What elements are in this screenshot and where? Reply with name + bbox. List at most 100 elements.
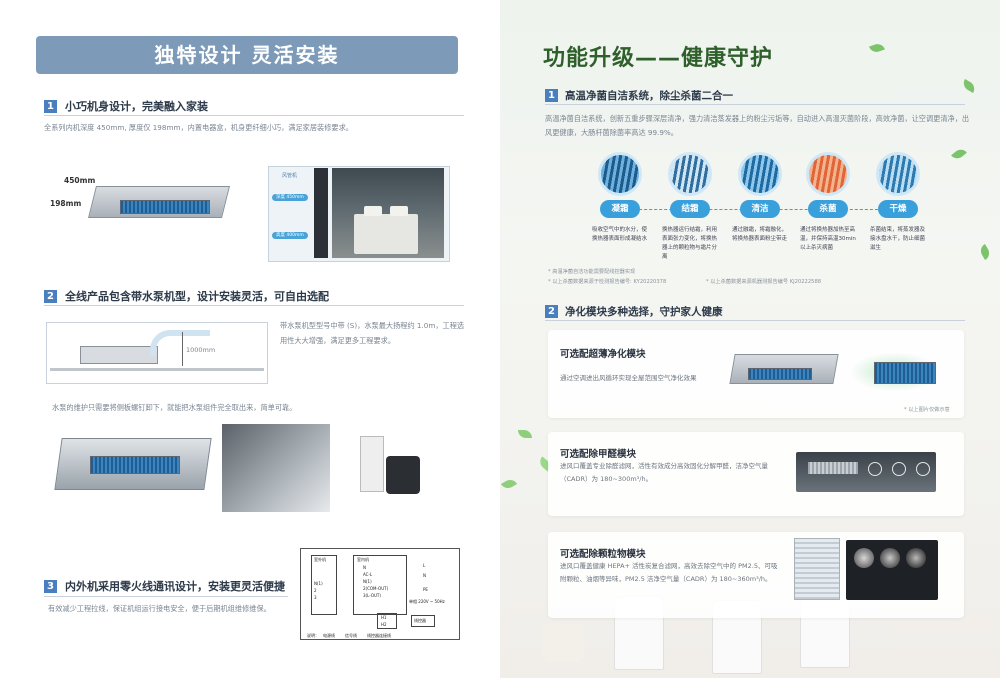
sterilize-note-1: * 高温净菌自洁功能需要配线控器实现 [548,269,636,275]
section2-desc: 带水泵机型型号中带 (S)，水泵最大扬程约 1.0m，工程选用性大大增强，满足更… [280,321,465,345]
section2-heading: 2 全线产品包含带水泵机型，设计安装灵活，可自由选配 [44,288,329,304]
wiring-diagram: 室外机 N(1) 2 3 室内机 N AC-L N(1) 2(COM-OUT) … [300,548,460,640]
left-banner: 独特设计 灵活安装 [36,36,458,74]
stage-badge-condense: 凝霜 [600,200,640,218]
module-title-formaldehyde: 可选配除甲醛模块 [560,449,637,460]
stage-image-frost [668,152,712,196]
outdoor-terminal: N(1) [314,581,323,586]
stage-image-sterilize [806,152,850,196]
supply-terminal: N [423,573,426,578]
pillow-image [364,206,382,216]
section3-divider [44,596,288,597]
legend-title: 说明： [307,633,319,638]
stage-desc-dry: 杀菌结束，将蒸发器及接水盘水干，防止细菌滋生 [870,227,926,251]
module-text-particle: 进风口覆盖健康 HEPA+ 活性炭复合滤网，高效去除空气中的 PM2.5、可吸附… [560,562,778,583]
stage-image-condense [598,152,642,196]
supply-terminal: PE [423,587,428,592]
stage-image-dry [876,152,920,196]
leaf-decoration [518,430,532,438]
section3-number: 3 [44,579,57,593]
right-section2-title: 净化模块多种选择，守护家人健康 [565,306,723,318]
pump-lift-label: 1000mm [186,346,216,354]
floor-line [50,368,264,371]
bed-image [354,214,418,254]
section1-heading: 1 小巧机身设计，完美融入家装 [44,98,208,114]
stage-desc-sterilize: 通过将换热器加热至高温，并保持高温30min 以上杀灭病菌 [800,227,856,251]
leaf-decoration [500,477,518,491]
module-title-slim: 可选配超薄净化模块 [560,349,646,360]
stage-badge-dry: 干燥 [878,200,918,218]
section1-desc: 全系列内机深度 450mm, 厚度仅 198mm，内置电器盒，机身更纤细小巧，满… [44,123,353,132]
leaf-decoration [978,243,992,261]
right-section2-number: 2 [545,305,558,318]
stage-desc-condense: 吸收空气中的水分，使换热器表面形成凝结水 [592,227,648,242]
section2-note: 水泵的维护只需要将侧板螺钉卸下，就能把水泵组件完全取出来，简单可靠。 [52,403,297,412]
indoor-terminal: 2(COM-OUT) [363,586,389,591]
stage-desc-clean: 通过融霜，将霜融化，将换热器表面粉尘带走 [732,227,788,242]
section1-title: 小巧机身设计，完美融入家装 [65,100,208,113]
room-height-pill: 高度 400mm [272,232,308,239]
section3-desc: 有效减少工程拉线，保证机组运行接电安全，便于后期机组维修维保。 [48,604,271,613]
h-terminal: H2 [381,622,387,627]
dim-width: 450mm [64,176,96,185]
sterilize-note-2: * 以上杀菌数据来源于检测报告编号: KY20220378 [548,279,667,285]
indoor-terminal: N [363,565,366,570]
plant-pot-image [542,624,584,662]
duct-unit-coil [120,200,210,214]
room-pillar [314,168,328,258]
right-section1-heading: 1 高温净菌自洁系统，除尘杀菌二合一 [545,88,733,103]
lift-arrow [182,332,183,366]
outdoor-label: 室外机 [314,557,326,562]
right-section2-divider [545,320,965,321]
section1-divider [44,115,464,116]
process-step-icon [916,462,930,476]
pump-unit-coil [90,456,180,474]
slim-module-coil [748,368,812,380]
legend-power: 电源线 [323,633,335,638]
leaf-decoration [960,79,978,93]
h-terminal: H1 [381,615,387,620]
plant-decoration [478,420,588,580]
room-depth-pill: 深度 450mm [272,194,308,201]
right-section1-number: 1 [545,89,558,102]
h-terminal-box [377,613,397,629]
drain-pipe-image [150,330,210,356]
indoor-label: 室内机 [357,557,369,562]
section3-title: 内外机采用零火线通讯设计，安装更灵活便捷 [65,580,285,593]
stage-badge-sterilize: 杀菌 [808,200,848,218]
dim-height: 198mm [50,199,82,208]
pillow-image [390,206,408,216]
indoor-terminal: AC-L [363,572,373,577]
section3-heading: 3 内外机采用零火线通讯设计，安装更灵活便捷 [44,578,285,594]
stage-desc-frost: 换热器运行结霜，利用表面张力变化，将换热器上的颗粒物与霜片分离 [662,227,718,260]
pump-unit-image [80,346,158,364]
leaf-decoration [869,41,885,55]
process-step-icon [868,462,882,476]
wired-controller-box [411,615,435,627]
module-text-slim: 通过空调进出风循环实现全屋范围空气净化效果 [560,374,697,382]
outdoor-terminal: 3 [314,595,317,600]
process-step-icon [892,462,906,476]
particle-icon [854,548,874,568]
module-text-formaldehyde: 进风口覆盖专业除醛滤网，活性有效成分高效固化分解甲醛，洁净空气量（CADR）为 … [560,462,768,483]
module-title-particle: 可选配除颗粒物模块 [560,549,646,560]
right-title: 功能升级——健康守护 [543,46,774,71]
particle-icon [880,548,900,568]
left-page: 独特设计 灵活安装 1 小巧机身设计，完美融入家装 全系列内机深度 450mm,… [36,36,465,640]
right-section1-divider [545,104,965,105]
right-section1-title: 高温净菌自洁系统，除尘杀菌二合一 [565,90,733,102]
particle-icon [906,548,926,568]
power-spec: 单相 220V ~ 50Hz [409,599,445,604]
room-label: 风管机 [282,173,298,179]
stage-badge-frost: 结霜 [670,200,710,218]
filter-module-image [874,362,936,384]
pump-detail-photo [222,424,330,512]
section2-title: 全线产品包含带水泵机型，设计安装灵活，可自由选配 [65,290,329,303]
legend-signal: 信号线 [345,633,357,638]
outdoor-terminal: 2 [314,588,317,593]
indoor-box [353,555,407,615]
indoor-terminal: N(1) [363,579,372,584]
section2-number: 2 [44,289,57,303]
right-section2-heading: 2 净化模块多种选择，守护家人健康 [545,304,723,319]
sterilize-note-3: * 以上杀菌数据来源机器测报告编号 KJ20222588 [706,279,822,285]
